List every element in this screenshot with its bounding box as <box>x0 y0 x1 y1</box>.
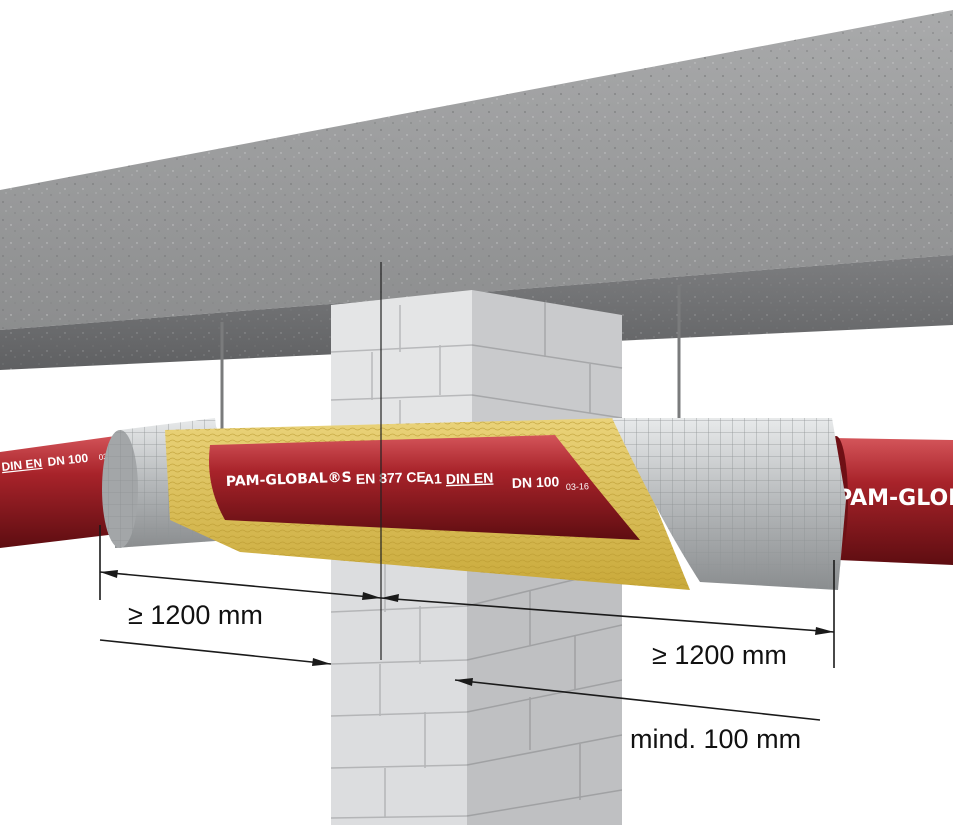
dimension-label-wall: mind. 100 mm <box>630 724 801 754</box>
dimension-arrowheads <box>100 570 834 686</box>
pipe-din: DIN EN <box>446 469 494 487</box>
pipe-dn: DN 100 <box>512 473 560 491</box>
concrete-beam <box>0 10 953 370</box>
pipe-left-din: DIN EN <box>1 456 43 474</box>
pipe-core: PAM-GLOBAL®S EN 877 CE A1 DIN EN DN 100 … <box>209 435 640 540</box>
pipe-right-brand: PAM-GLOB <box>836 486 953 511</box>
dimension-label-right: ≥ 1200 mm <box>652 640 787 670</box>
insulation-foil-right <box>612 418 846 590</box>
pipe-brand: PAM-GLOBAL®S <box>226 470 352 490</box>
pipe-left-dn: DN 100 <box>47 451 89 469</box>
dimension-lines <box>99 525 835 721</box>
dimension-label-left: ≥ 1200 mm <box>128 600 263 630</box>
pipe-class: A1 <box>424 470 443 487</box>
pipe-date: 03-16 <box>566 481 589 492</box>
pipe-standard: EN 877 CE <box>356 469 427 487</box>
